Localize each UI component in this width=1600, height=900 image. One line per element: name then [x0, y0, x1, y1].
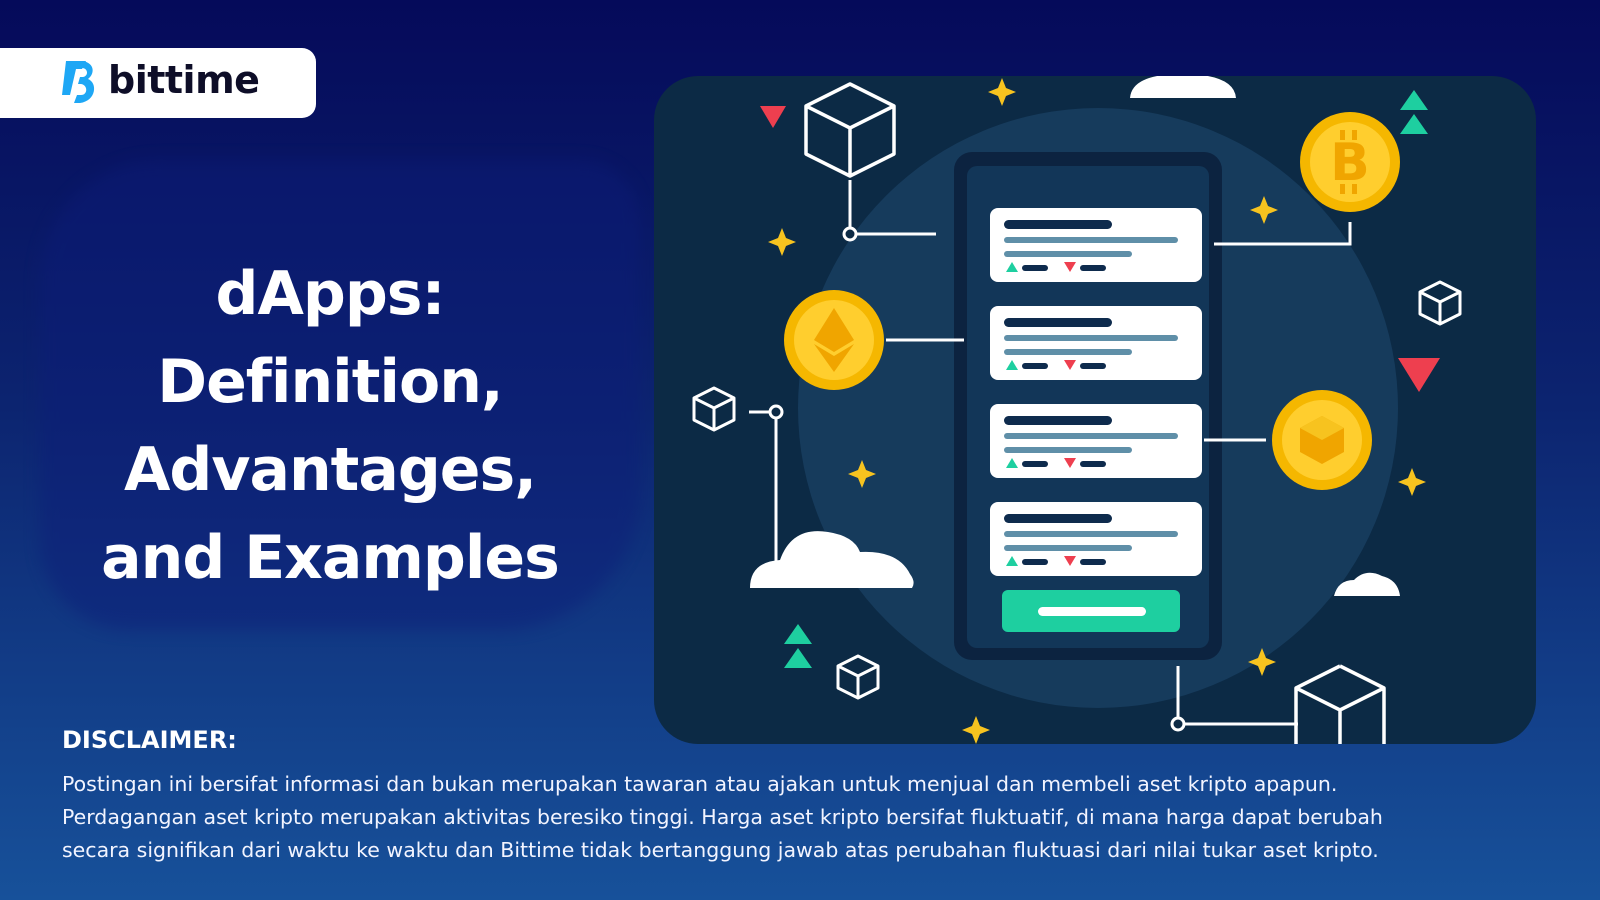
- cube-icon: [692, 386, 736, 432]
- coin-icon: [1272, 390, 1372, 490]
- bitcoin-coin-icon: B: [1300, 112, 1400, 212]
- page-title: dApps: Definition, Advantages, and Examp…: [60, 250, 600, 602]
- star-icon: [962, 716, 990, 744]
- brand-logo: bittime: [0, 48, 316, 118]
- star-icon: [768, 228, 796, 256]
- triangle-down-icon: [1398, 358, 1440, 392]
- star-icon: [1250, 196, 1278, 224]
- star-icon: [848, 460, 876, 488]
- dapp-illustration: B: [654, 76, 1536, 744]
- title-line: Definition,: [157, 347, 503, 417]
- svg-text:B: B: [1330, 133, 1370, 193]
- list-card: [990, 502, 1202, 576]
- ethereum-coin-icon: [784, 290, 884, 390]
- cloud-icon: [750, 531, 914, 588]
- cube-icon: [1418, 280, 1462, 326]
- cloud-icon: [1334, 572, 1400, 596]
- cube-icon: [836, 654, 880, 700]
- list-card: [990, 404, 1202, 478]
- background-brush-shape: [40, 160, 640, 630]
- star-icon: [1248, 648, 1276, 676]
- title-line: and Examples: [101, 523, 560, 593]
- bittime-logo-icon: [62, 61, 95, 103]
- disclaimer-text: Postingan ini bersifat informasi dan buk…: [62, 768, 1552, 867]
- disclaimer-line: secara signifikan dari waktu ke waktu da…: [62, 838, 1379, 862]
- brand-name: bittime: [108, 58, 260, 102]
- list-card: [990, 306, 1202, 380]
- list-card: [990, 208, 1202, 282]
- title-line: Advantages,: [123, 435, 537, 505]
- triangle-up-icon: [1400, 90, 1428, 134]
- star-icon: [988, 78, 1016, 106]
- triangle-down-icon: [760, 106, 786, 128]
- disclaimer-line: Postingan ini bersifat informasi dan buk…: [62, 772, 1338, 796]
- star-icon: [1398, 468, 1426, 496]
- disclaimer-line: Perdagangan aset kripto merupakan aktivi…: [62, 805, 1383, 829]
- cloud-icon: [1130, 76, 1236, 98]
- button-label-bar: [1038, 607, 1146, 616]
- title-line: dApps:: [215, 259, 446, 329]
- cube-icon: [804, 82, 896, 178]
- triangle-up-icon: [784, 624, 812, 668]
- disclaimer-heading: DISCLAIMER:: [62, 726, 237, 754]
- cube-icon: [1294, 664, 1386, 744]
- illustration-canvas: B: [692, 76, 1462, 744]
